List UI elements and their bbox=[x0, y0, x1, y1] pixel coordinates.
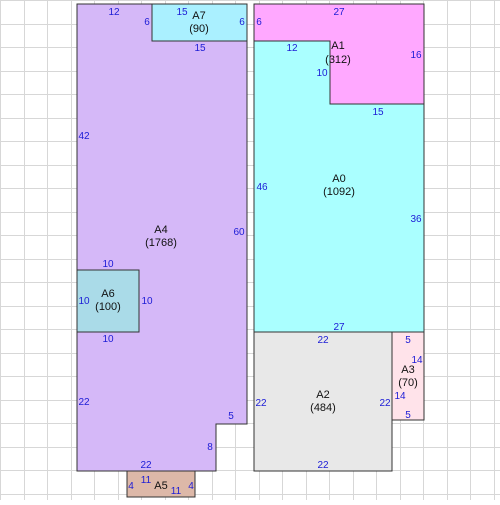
svg-text:A6: A6 bbox=[101, 288, 114, 300]
dim-a3-top: 5 bbox=[405, 335, 411, 346]
dim-a4-left: 42 bbox=[78, 131, 90, 142]
dim-a6-top: 10 bbox=[102, 259, 114, 270]
dim-a2-top: 22 bbox=[317, 335, 329, 346]
dim-a4-step-side: 8 bbox=[207, 442, 213, 453]
svg-text:A7: A7 bbox=[192, 10, 205, 22]
dim-a1-top: 27 bbox=[333, 7, 345, 18]
room-a7-label: A7 (90) bbox=[189, 10, 209, 35]
room-a4-label: A4 (1768) bbox=[145, 224, 177, 249]
dim-a4-notch-bottom: 15 bbox=[194, 43, 206, 54]
svg-text:A3: A3 bbox=[401, 364, 414, 376]
dim-a7-top: 15 bbox=[176, 7, 188, 18]
svg-text:A1: A1 bbox=[331, 40, 344, 52]
dim-a4-left-lower: 22 bbox=[78, 397, 90, 408]
room-a6-label: A6 (100) bbox=[95, 288, 121, 313]
room-a5-shape bbox=[126, 470, 196, 498]
dim-a6-right: 10 bbox=[141, 296, 153, 307]
dim-a0-bottom: 27 bbox=[333, 322, 345, 333]
dim-a0-right: 36 bbox=[410, 214, 422, 225]
svg-text:A5: A5 bbox=[154, 480, 167, 492]
dim-a3-left: 14 bbox=[394, 391, 406, 402]
dim-a2-bottom: 22 bbox=[317, 460, 329, 471]
svg-text:(1092): (1092) bbox=[323, 186, 355, 198]
dim-a0-top: 6 bbox=[256, 17, 262, 28]
dim-a4-right: 60 bbox=[233, 227, 245, 238]
svg-text:(100): (100) bbox=[95, 301, 121, 313]
room-a1-label: A1 (312) bbox=[325, 40, 351, 66]
dim-a6-bottom: 10 bbox=[102, 334, 114, 345]
dim-a6-left: 10 bbox=[78, 296, 90, 307]
room-a2-shape bbox=[253, 331, 393, 472]
room-a2-label: A2 (484) bbox=[310, 389, 336, 414]
dim-a1-bottom: 15 bbox=[372, 107, 384, 118]
room-a7-shape bbox=[151, 3, 248, 42]
svg-text:(1768): (1768) bbox=[145, 237, 177, 249]
svg-text:(312): (312) bbox=[325, 54, 351, 66]
svg-text:(70): (70) bbox=[398, 377, 418, 389]
dim-a3-bottom: 5 bbox=[405, 410, 411, 421]
dim-a3-right: 14 bbox=[411, 355, 423, 366]
dim-a5-right: 4 bbox=[188, 481, 194, 492]
dim-a2-left: 22 bbox=[255, 398, 267, 409]
dim-a7-right: 6 bbox=[239, 17, 245, 28]
room-a3-label: A3 (70) bbox=[398, 364, 418, 389]
dim-a5-bottom: 11 bbox=[171, 486, 182, 497]
dim-a4-step-top: 5 bbox=[228, 411, 234, 422]
dim-a1-inner-side: 10 bbox=[316, 68, 328, 79]
dim-a0-left: 46 bbox=[256, 182, 268, 193]
dim-a2-right: 22 bbox=[379, 398, 391, 409]
svg-text:(90): (90) bbox=[189, 23, 209, 35]
dim-a1-right: 16 bbox=[410, 50, 422, 61]
dim-a5-top: 11 bbox=[141, 475, 152, 486]
svg-text:A2: A2 bbox=[316, 389, 329, 401]
room-a3-shape bbox=[391, 331, 425, 421]
svg-text:(484): (484) bbox=[310, 402, 336, 414]
dim-a4-bottom: 22 bbox=[140, 460, 152, 471]
dim-a4-notch-side: 6 bbox=[144, 17, 150, 28]
dim-a5-left: 4 bbox=[128, 481, 134, 492]
dim-a4-top: 12 bbox=[108, 7, 120, 18]
room-a6-shape bbox=[76, 269, 140, 333]
svg-text:A0: A0 bbox=[332, 173, 345, 185]
room-a0-label: A0 (1092) bbox=[323, 173, 355, 198]
dim-a1-inner-bottom: 12 bbox=[286, 43, 298, 54]
svg-text:A4: A4 bbox=[154, 224, 167, 236]
room-a5-label: A5 bbox=[154, 480, 167, 492]
